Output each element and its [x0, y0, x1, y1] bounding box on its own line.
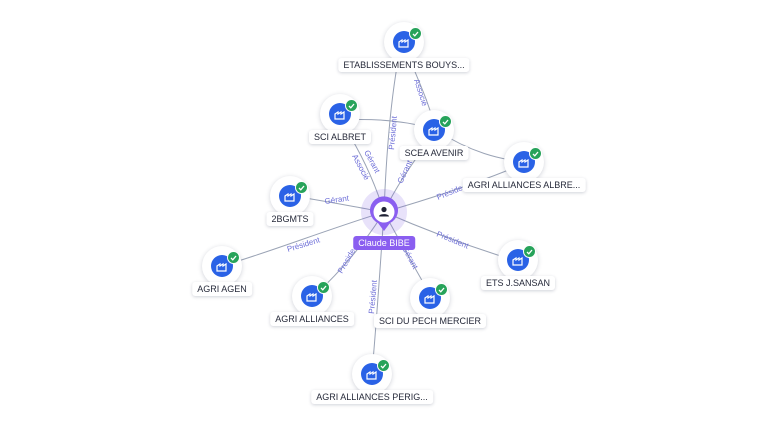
company-name: SCI DU PECH MERCIER: [373, 314, 487, 328]
relation-label: Preside: [336, 247, 358, 275]
company-name: ETS J.SANSAN: [480, 276, 556, 290]
relation-label: Président: [435, 230, 470, 251]
verified-check-icon: [377, 359, 390, 372]
company-name: SCI ALBRET: [308, 130, 372, 144]
relation-label: Gérant: [324, 194, 350, 206]
company-name: AGRI ALLIANCES: [270, 312, 354, 326]
relation-label: Préside: [435, 183, 464, 202]
company-name: AGRI ALLIANCES ALBRE...: [462, 178, 586, 192]
relation-label: Président: [367, 279, 379, 314]
verified-check-icon: [529, 147, 542, 160]
verified-check-icon: [295, 181, 308, 194]
person-pin-icon: [370, 196, 398, 231]
company-name: AGRI ALLIANCES PERIG...: [311, 390, 433, 404]
company-name: 2BGMTS: [266, 212, 314, 226]
verified-check-icon: [409, 27, 422, 40]
relation-label: Gérant: [396, 158, 415, 185]
company-name: AGRI AGEN: [192, 282, 252, 296]
verified-check-icon: [345, 99, 358, 112]
company-name: SCEA AVENIR: [399, 146, 469, 160]
verified-check-icon: [439, 115, 452, 128]
relation-label: Associé: [412, 78, 429, 108]
verified-check-icon: [523, 245, 536, 258]
relation-label: Président: [286, 235, 322, 254]
company-name: ETABLISSEMENTS BOUYS...: [338, 58, 470, 72]
verified-check-icon: [435, 283, 448, 296]
person-name: Claude BIBE: [353, 236, 415, 250]
verified-check-icon: [227, 251, 240, 264]
verified-check-icon: [317, 281, 330, 294]
relation-label: Président: [387, 115, 399, 150]
